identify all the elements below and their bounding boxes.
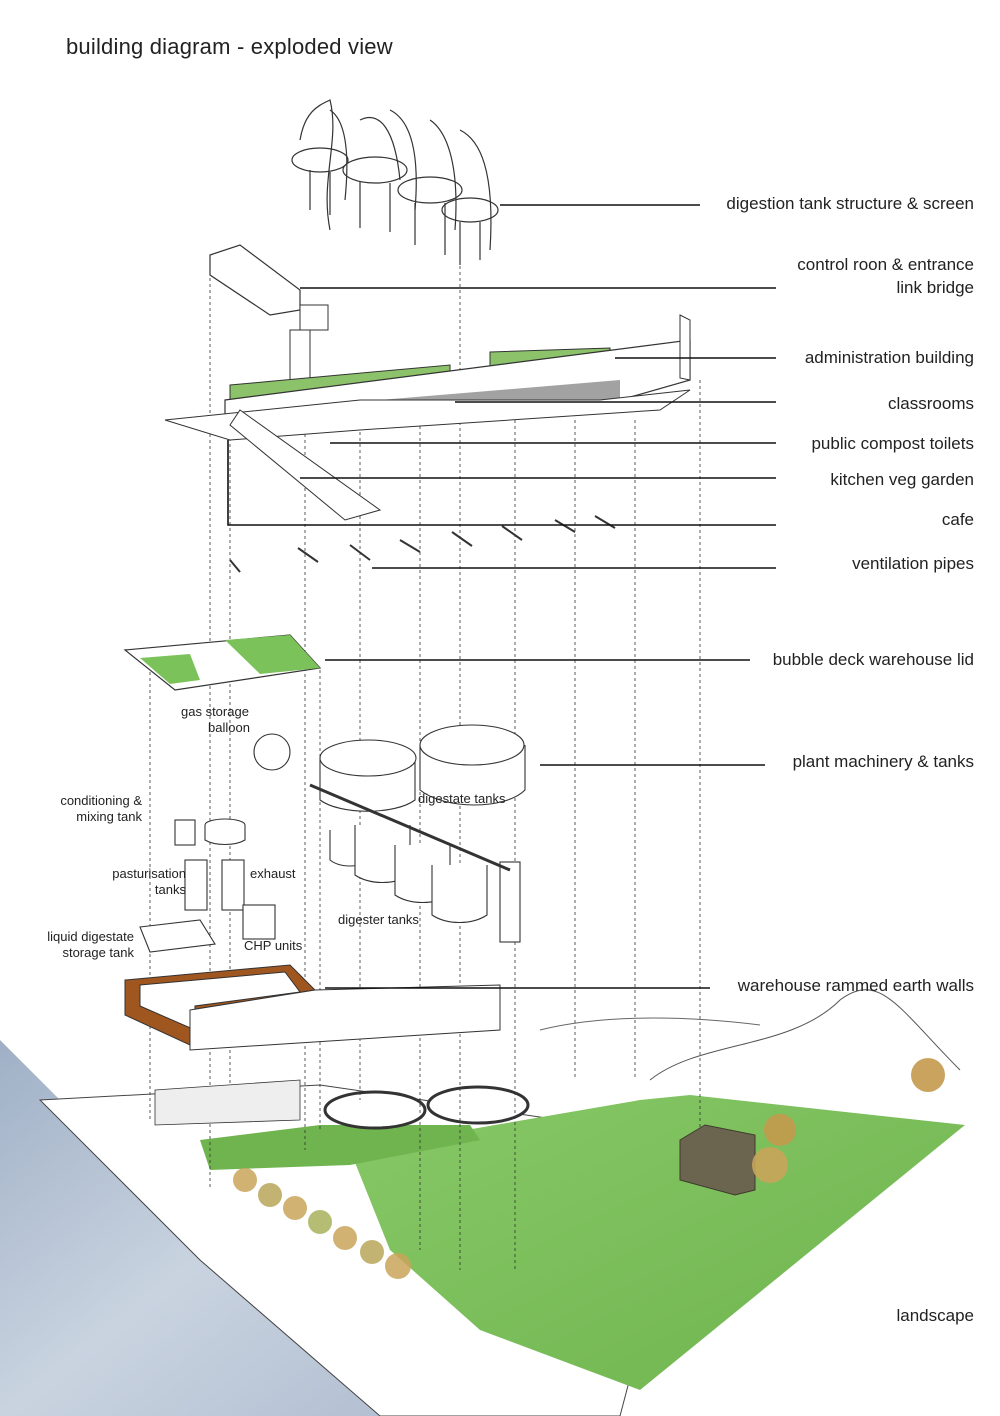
label-digestion-tank-structure: digestion tank structure & screen — [726, 194, 974, 213]
digestion-tank-structure-drawing — [291, 99, 499, 265]
leader-lines — [227, 204, 776, 989]
plant-machinery-drawing — [139, 724, 526, 953]
label-control-room-line1: control roon & entrance — [797, 255, 974, 274]
label-tanks: tanks — [154, 882, 186, 897]
label-bubble-deck-lid: bubble deck warehouse lid — [772, 650, 974, 669]
label-control-room-line2: link bridge — [896, 278, 975, 297]
label-rammed-earth-walls: warehouse rammed earth walls — [737, 976, 974, 995]
label-storage-tank: storage tank — [62, 945, 134, 960]
label-digestate-tanks: digestate tanks — [418, 791, 506, 806]
label-conditioning-mixing-tank: conditioning & mixing tank — [46, 793, 142, 825]
label-public-compost-toilets: public compost toilets — [811, 434, 974, 453]
hill-outline — [649, 989, 961, 1081]
warehouse-lid-drawing — [123, 634, 322, 691]
rammed-earth-walls-drawing — [124, 964, 501, 1126]
farmhouse — [679, 1124, 756, 1196]
label-administration-building: administration building — [804, 348, 974, 367]
label-conditioning: conditioning & — [60, 793, 142, 808]
label-liquid-digestate: liquid digestate — [47, 929, 134, 944]
label-classrooms: classrooms — [888, 394, 974, 413]
ventilation-pipes-drawing — [229, 515, 616, 573]
label-pasturisation: pasturisation — [112, 866, 186, 881]
label-kitchen-veg-garden: kitchen veg garden — [830, 470, 974, 489]
tree-row — [233, 1058, 945, 1279]
label-plant-machinery: plant machinery & tanks — [792, 752, 974, 771]
label-ventilation-pipes: ventilation pipes — [852, 554, 974, 573]
landscape-layer — [0, 989, 965, 1416]
label-digester-tanks: digester tanks — [338, 912, 419, 927]
label-control-room: control roon & entrance link bridge — [797, 253, 974, 299]
label-cafe: cafe — [941, 510, 974, 529]
label-liquid-digestate-storage-tank: liquid digestate storage tank — [34, 929, 134, 961]
path-curve — [539, 1017, 761, 1031]
lawn-strip — [200, 1125, 480, 1170]
label-gas-storage: gas storage — [181, 704, 249, 719]
label-balloon: balloon — [208, 720, 250, 735]
label-chp-units: CHP units — [244, 938, 303, 953]
label-mixing-tank: mixing tank — [76, 809, 142, 824]
label-pasturisation-tanks: pasturisation tanks — [100, 866, 186, 898]
label-landscape: landscape — [896, 1306, 974, 1325]
lagoon-1 — [323, 1090, 427, 1130]
label-gas-storage-balloon: gas storage balloon — [180, 704, 250, 736]
buildings-drawing — [164, 244, 691, 521]
main-lawn — [350, 1095, 965, 1390]
lagoon-2 — [426, 1085, 530, 1125]
label-exhaust: exhaust — [250, 866, 296, 881]
page-title: building diagram - exploded view — [66, 34, 393, 59]
